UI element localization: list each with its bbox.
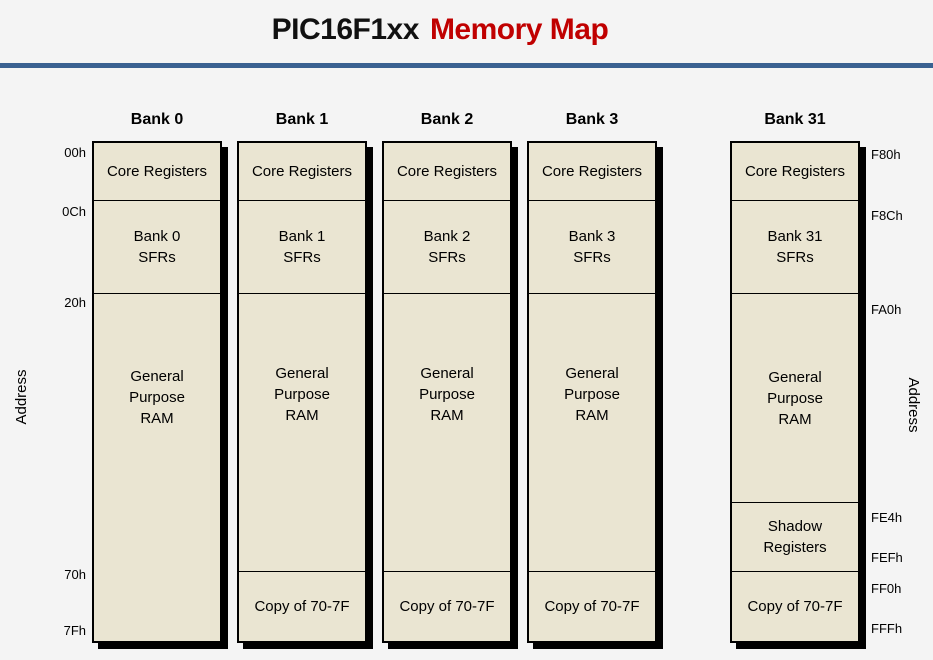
title-subject: Memory Map bbox=[429, 13, 609, 46]
addr-left-7fh: 7Fh bbox=[63, 623, 86, 638]
addr-right-fa0h: FA0h bbox=[871, 302, 902, 317]
segment-general-purpose-ram: General Purpose RAM bbox=[239, 293, 365, 571]
addr-right-fe4h: FE4h bbox=[871, 510, 903, 525]
segment-core-registers: Core Registers bbox=[106, 163, 208, 180]
segment-core-registers: Core Registers bbox=[251, 163, 353, 180]
addr-right-f8ch: F8Ch bbox=[871, 208, 903, 223]
segment-core-registers: Core Registers bbox=[744, 163, 846, 180]
segment-copy-of-70-7f: Copy of 70-7F bbox=[529, 571, 655, 641]
bank-3-box: Core Registers Bank 3 SFRs General Purpo… bbox=[527, 141, 657, 643]
bank-1-column: Bank 1 Core Registers Bank 1 SFRs Genera… bbox=[237, 107, 367, 643]
left-axis-label: Address bbox=[13, 369, 30, 425]
segment-sfrs: Bank 2 SFRs bbox=[384, 200, 510, 293]
bank-3-heading: Bank 3 bbox=[565, 111, 619, 128]
segment-general-purpose-ram: General Purpose RAM bbox=[529, 293, 655, 571]
segment-sfrs: Bank 1 SFRs bbox=[239, 200, 365, 293]
addr-left-00h: 00h bbox=[64, 145, 86, 160]
segment-general-purpose-ram: General Purpose RAM bbox=[384, 293, 510, 571]
segment-shadow-registers: Shadow Registers bbox=[732, 502, 858, 571]
bank-1-box: Core Registers Bank 1 SFRs General Purpo… bbox=[237, 141, 367, 643]
bank-0-box: Core Registers Bank 0 SFRs General Purpo… bbox=[92, 141, 222, 643]
bank-3-column: Bank 3 Core Registers Bank 3 SFRs Genera… bbox=[527, 107, 657, 643]
segment-copy-of-70-7f: Copy of 70-7F bbox=[384, 571, 510, 641]
addr-left-20h: 20h bbox=[64, 295, 86, 310]
right-axis-label: Address bbox=[905, 377, 922, 433]
bank-0-column: Bank 0 Core Registers Bank 0 SFRs Genera… bbox=[92, 107, 222, 643]
bank-2-box: Core Registers Bank 2 SFRs General Purpo… bbox=[382, 141, 512, 643]
addr-left-0ch: 0Ch bbox=[62, 204, 86, 219]
bank-31-box: Core Registers Bank 31 SFRs General Purp… bbox=[730, 141, 860, 643]
page-title: PIC16F1xx Memory Map bbox=[0, 13, 880, 47]
segment-sfrs: Bank 3 SFRs bbox=[529, 200, 655, 293]
segment-core-registers: Core Registers bbox=[541, 163, 643, 180]
segment-copy-of-70-7f: Copy of 70-7F bbox=[239, 571, 365, 641]
segment-sfrs: Bank 0 SFRs bbox=[94, 200, 220, 293]
segment-general-purpose-ram: General Purpose RAM bbox=[94, 293, 220, 641]
addr-left-70h: 70h bbox=[64, 567, 86, 582]
bank-31-heading: Bank 31 bbox=[764, 111, 826, 128]
addr-right-ff0h: FF0h bbox=[871, 581, 902, 596]
addr-right-fffh: FFFh bbox=[871, 621, 903, 636]
title-product: PIC16F1xx bbox=[271, 13, 420, 46]
bank-0-heading: Bank 0 bbox=[130, 111, 184, 128]
segment-general-purpose-ram: General Purpose RAM bbox=[732, 293, 858, 502]
segment-core-registers: Core Registers bbox=[396, 163, 498, 180]
addr-right-f80h: F80h bbox=[871, 147, 901, 162]
bank-2-column: Bank 2 Core Registers Bank 2 SFRs Genera… bbox=[382, 107, 512, 643]
segment-sfrs: Bank 31 SFRs bbox=[732, 200, 858, 293]
bank-2-heading: Bank 2 bbox=[420, 111, 474, 128]
bank-1-heading: Bank 1 bbox=[275, 111, 329, 128]
segment-copy-of-70-7f: Copy of 70-7F bbox=[732, 571, 858, 641]
addr-right-fefh: FEFh bbox=[871, 550, 903, 565]
bank-31-column: Bank 31 Core Registers Bank 31 SFRs Gene… bbox=[730, 107, 860, 643]
title-divider-rule bbox=[0, 63, 933, 68]
